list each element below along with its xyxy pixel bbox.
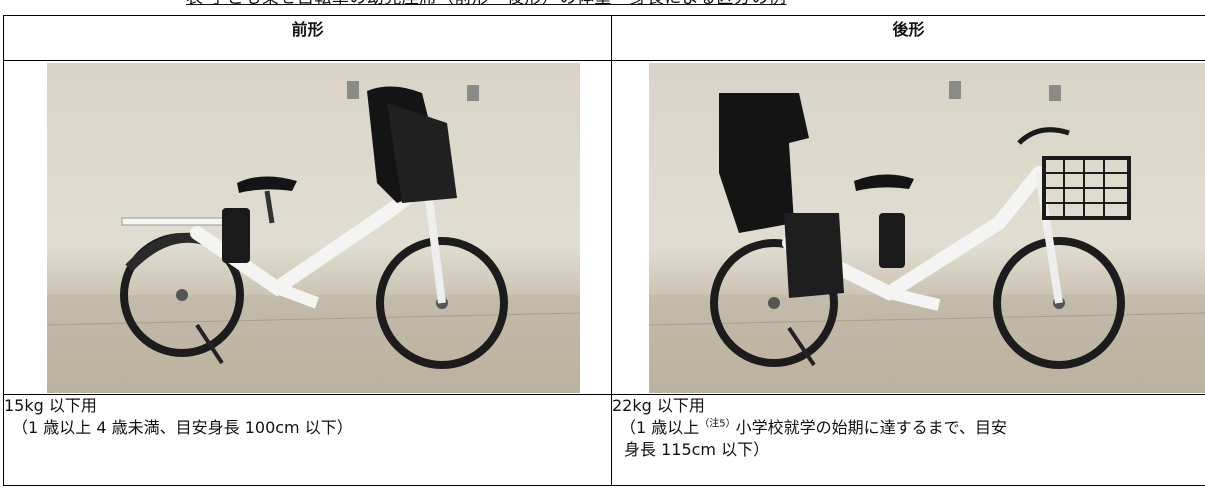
front-weight-limit: 15kg 以下用 [4,396,97,415]
bicycle-front-seat-icon [47,81,580,393]
rear-age-upper-bound: 小学校就学の始期に達するまで、目安 [735,418,1008,437]
front-age-height-range: （1 歳以上 4 歳未満、目安身長 100cm 以下） [12,418,353,437]
rear-height-limit: 身長 115cm 以下） [624,440,770,459]
rear-photo-cell [611,60,1205,395]
bicycle-rear-child-seat-photo [649,63,1205,393]
bicycle-front-child-seat-photo [47,63,580,393]
header-rear-type: 後形 [611,15,1205,61]
photo-row [3,60,1205,395]
table-caption: 表 子ども乗せ自転車の幼児座席（前形・後形）の体重・身長による区分の例 [186,0,786,8]
header-front-type: 前形 [3,15,612,61]
child-seat-comparison-table: 前形 後形 [3,15,1205,486]
rear-description-cell: 22kg 以下用 （1 歳以上（注5）小学校就学の始期に達するまで、目安 身長 … [611,394,1205,486]
description-row: 15kg 以下用 （1 歳以上 4 歳未満、目安身長 100cm 以下） 22k… [3,394,1205,486]
rear-age-height-range: （1 歳以上（注5）小学校就学の始期に達するまで、目安 [612,417,1205,439]
bicycle-rear-seat-icon [649,81,1205,393]
note-5-reference: （注5） [699,418,736,430]
rear-weight-limit: 22kg 以下用 [612,396,705,415]
rear-age-lower-bound: （1 歳以上 [620,418,700,437]
table-caption-strip: 表 子ども乗せ自転車の幼児座席（前形・後形）の体重・身長による区分の例 [0,0,1205,10]
header-row: 前形 後形 [3,15,1205,61]
front-description-cell: 15kg 以下用 （1 歳以上 4 歳未満、目安身長 100cm 以下） [3,394,612,486]
front-photo-cell [3,60,612,395]
